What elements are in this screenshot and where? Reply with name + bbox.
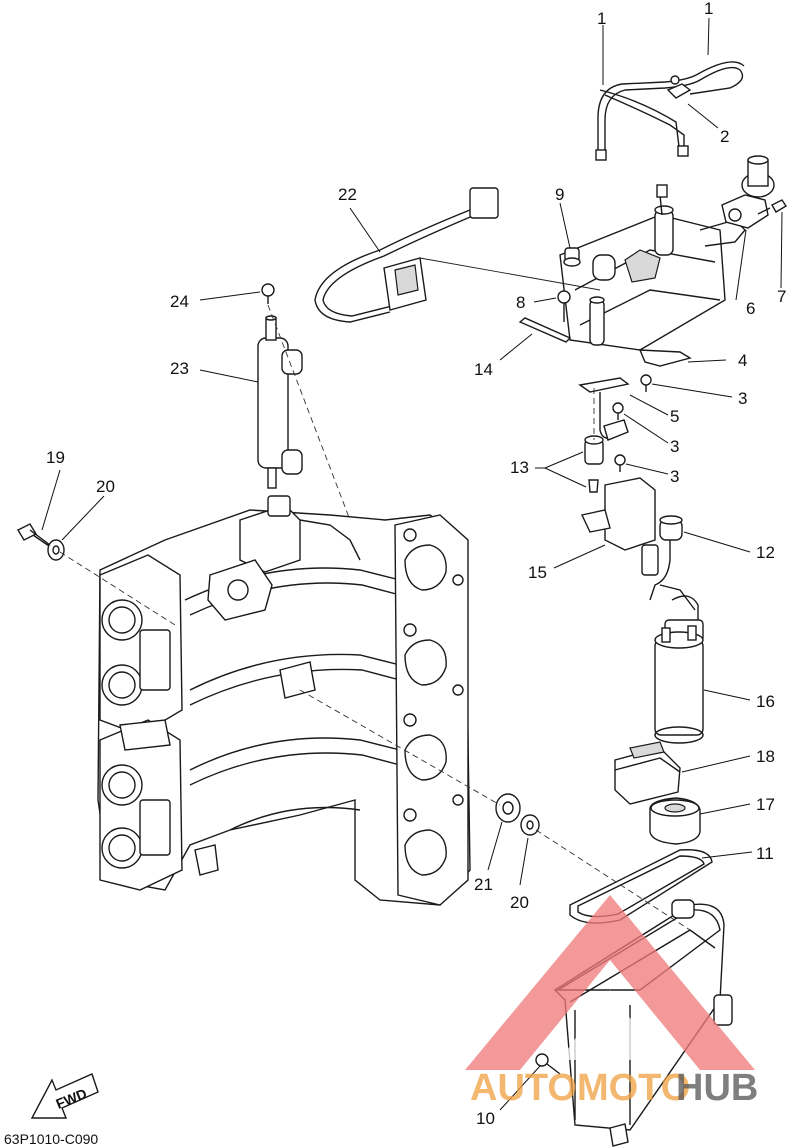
- screw-7: [757, 199, 787, 215]
- callout-3b: 3: [670, 437, 679, 456]
- callout-9: 9: [555, 185, 564, 204]
- callout-19: 19: [46, 448, 65, 467]
- screw-3c: [614, 454, 626, 472]
- washer-20: [47, 539, 65, 561]
- callout-20a: 20: [96, 477, 115, 496]
- forward-direction-arrow: FWD: [30, 1073, 99, 1119]
- callout-24: 24: [170, 292, 189, 311]
- screw-3b: [612, 402, 624, 420]
- screw-24: [261, 283, 275, 304]
- callout-8: 8: [516, 293, 525, 312]
- callout-6: 6: [746, 299, 755, 318]
- fuel-pump-cover: [580, 477, 656, 551]
- screw-8: [557, 290, 571, 322]
- screw-3a: [640, 374, 652, 392]
- callout-21: 21: [474, 875, 493, 894]
- callout-16: 16: [756, 692, 775, 711]
- callout-22: 22: [338, 185, 357, 204]
- screw-10: [535, 1053, 561, 1075]
- callout-13: 13: [510, 458, 529, 477]
- filter-18: [614, 741, 681, 805]
- callout-5: 5: [670, 407, 679, 426]
- watermark-text-part1: AUTOMOTO: [470, 1067, 690, 1109]
- fuel-hose: [595, 61, 745, 161]
- pressure-regulator: [721, 155, 775, 229]
- bracket-5: [578, 377, 630, 441]
- assembly-lines: [59, 257, 691, 931]
- callout-4: 4: [738, 351, 747, 370]
- callout-10: 10: [476, 1109, 495, 1128]
- damper-17: [649, 797, 701, 845]
- callout-23: 23: [170, 359, 189, 378]
- leader-lines: [41, 17, 783, 1111]
- connector-12: [641, 515, 696, 611]
- hose-clamp: [666, 75, 692, 99]
- fuel-rail-assembly: [559, 184, 746, 351]
- watermark-text-part2: HUB: [676, 1067, 758, 1109]
- vapor-separator-tank: [553, 899, 733, 1147]
- callout-3c: 3: [670, 467, 679, 486]
- fuel-pump: [654, 595, 704, 744]
- callout-15: 15: [528, 563, 547, 582]
- callout-11: 11: [756, 844, 774, 863]
- callout-3a: 3: [738, 389, 747, 408]
- grommet-9: [563, 247, 581, 267]
- callout-17: 17: [756, 795, 775, 814]
- callout-18: 18: [756, 747, 775, 766]
- bracket-4: [638, 349, 692, 367]
- intake-manifold: [97, 495, 471, 906]
- wire-harness: [314, 187, 499, 323]
- callout-12: 12: [756, 543, 775, 562]
- callout-labels: 1 1 2 3 3 3 4 5 6 7 8 9 10 11 12 13 14 1…: [46, 0, 786, 1128]
- pin-14: [518, 317, 572, 343]
- grommet-21: [495, 793, 521, 823]
- drawing-code: 63P1010-C090: [4, 1131, 98, 1147]
- washer-20b: [520, 814, 540, 836]
- callout-14: 14: [474, 360, 493, 379]
- callout-2: 2: [720, 127, 729, 146]
- fuel-distributor-23: [257, 315, 303, 489]
- watermark-logo: [465, 895, 755, 1070]
- callout-1a: 1: [597, 9, 606, 28]
- watermark-text: AUTOMOTO HUB: [470, 1067, 758, 1109]
- sensor-13: [584, 388, 604, 493]
- callout-7: 7: [777, 287, 786, 306]
- bolt-19: [17, 523, 53, 549]
- callout-20b: 20: [510, 893, 529, 912]
- callout-1b: 1: [704, 0, 713, 18]
